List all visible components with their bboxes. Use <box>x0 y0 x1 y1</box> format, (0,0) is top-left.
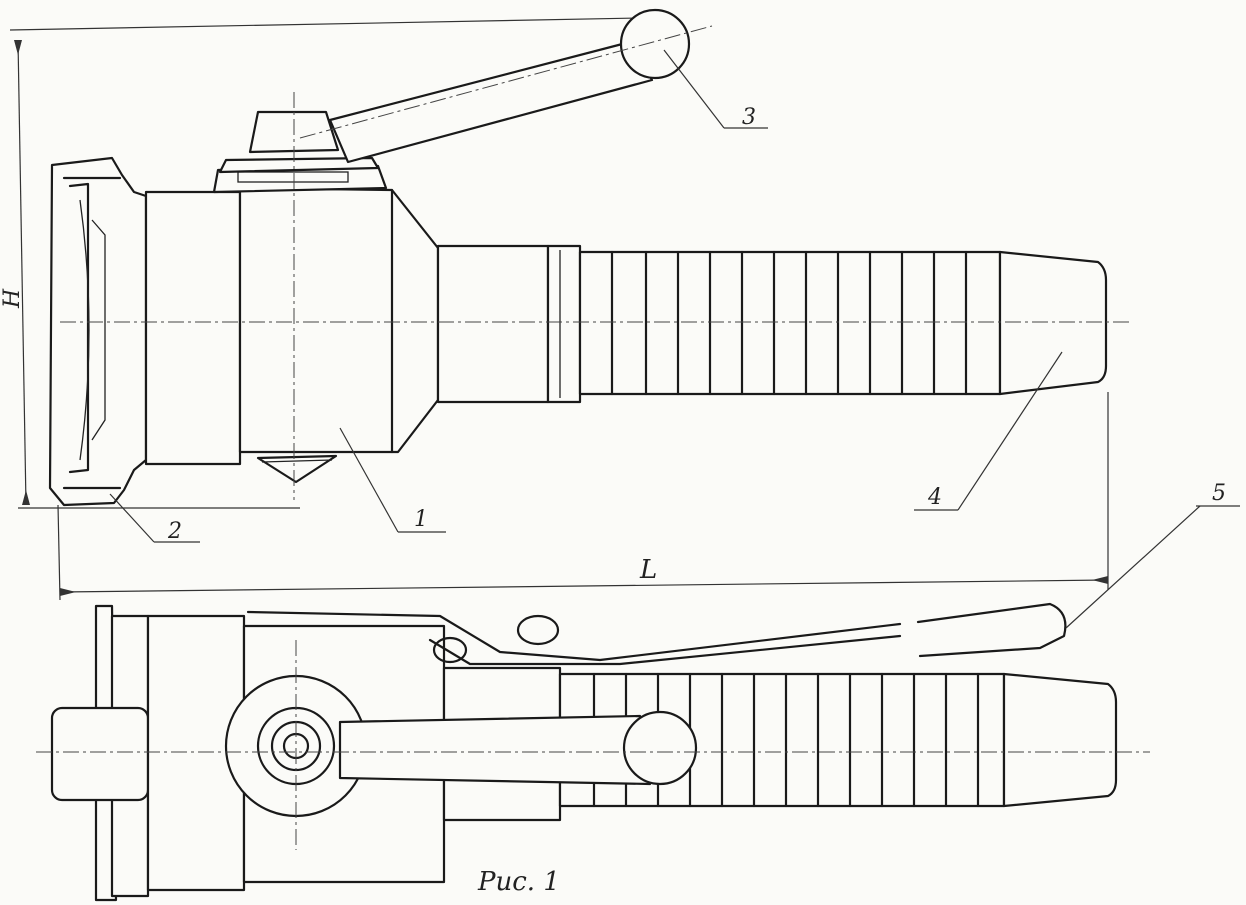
plan-handle <box>338 714 652 786</box>
ribbed-barrel <box>578 250 1002 396</box>
handle-knob <box>619 8 691 80</box>
callouts: 1 2 3 4 5 <box>109 49 1240 629</box>
length-arrow-left <box>60 588 76 596</box>
callout-2-label: 2 <box>167 519 182 544</box>
nozzle-tip <box>998 250 1108 396</box>
clip-ring <box>516 614 560 646</box>
length-dimension-label: L <box>639 555 657 585</box>
callout-4-leader <box>957 351 1063 511</box>
figure-caption: Рис. 1 <box>477 867 560 897</box>
plan-handle-knob <box>622 710 698 786</box>
nozzle-collar <box>436 244 550 404</box>
barrel-ribs <box>610 250 968 396</box>
side-view: H <box>0 8 1130 601</box>
plan-coupling-lug <box>50 706 150 802</box>
height-arrow-bottom <box>22 490 30 505</box>
callout-1-leader <box>339 427 399 533</box>
coupling-neck <box>144 190 242 466</box>
valve-body <box>238 186 440 454</box>
clip-wire-upper <box>246 610 902 662</box>
callout-4-label: 4 <box>927 485 942 510</box>
coupling-head <box>48 156 148 507</box>
coupling-inner-edge <box>68 182 90 474</box>
valve-collar-slot <box>237 171 349 183</box>
height-dimension-line <box>17 39 27 506</box>
length-dimension-line <box>59 579 1109 593</box>
height-dimension-label: H <box>0 288 25 309</box>
valve-handle <box>328 40 654 164</box>
callout-2-leader <box>109 493 155 543</box>
length-arrow-right <box>1092 576 1108 584</box>
handle-centerline <box>299 25 713 139</box>
callout-5-label: 5 <box>1212 481 1226 506</box>
length-left-extension <box>57 504 61 601</box>
callout-3-label: 3 <box>742 105 756 130</box>
height-arrow-top <box>14 40 22 55</box>
clip-wire-lower <box>428 634 902 666</box>
clip-loop <box>916 602 1067 658</box>
plan-view <box>36 602 1150 902</box>
height-top-extension-line <box>9 17 641 31</box>
clip-eye <box>432 636 468 664</box>
valve-bottom-cone <box>256 454 338 484</box>
callout-3-leader <box>663 49 725 129</box>
callout-1-label: 1 <box>414 507 428 532</box>
valve-collar-top <box>218 156 380 174</box>
callout-5-leader <box>1065 505 1201 629</box>
coupling-lug-top <box>91 219 106 441</box>
nozzle-nut <box>546 244 582 404</box>
plan-nozzle-tip <box>1002 672 1118 808</box>
valve-cone-line <box>261 459 333 463</box>
coupling-curve <box>79 199 90 461</box>
